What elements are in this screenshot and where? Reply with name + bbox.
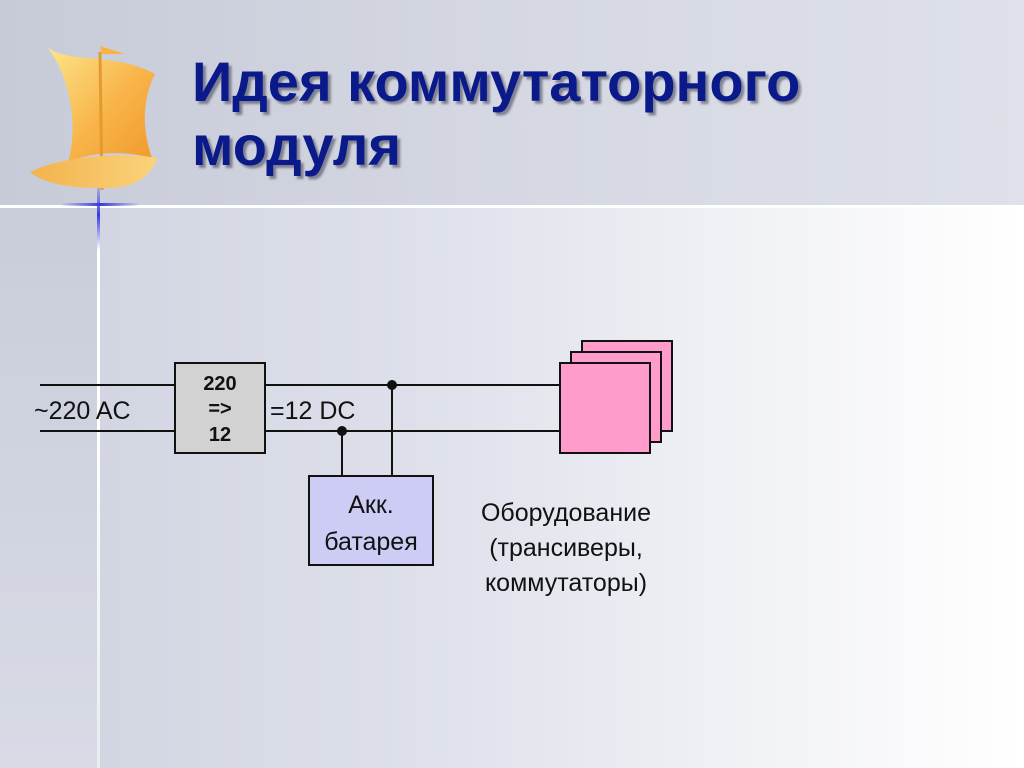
converter-label-line2: =>: [208, 398, 231, 420]
converter-label-line3: 12: [209, 424, 231, 446]
equipment-label-line2: (трансиверы,: [489, 534, 643, 562]
converter-label-line1: 220: [203, 373, 236, 395]
output-label: =12 DC: [270, 397, 355, 425]
accent-cross-vertical: [97, 180, 100, 250]
battery-label-line1: Акк.: [348, 491, 394, 519]
junction-dot-bottom: [337, 426, 347, 436]
battery-label-line2: батарея: [324, 528, 418, 556]
left-strip: [0, 205, 98, 768]
junction-dot-top: [387, 380, 397, 390]
divider-horizontal: [0, 205, 1024, 208]
equipment-label-line1: Оборудование: [481, 499, 651, 527]
battery-box: [308, 475, 434, 566]
equipment-label-line3: коммутаторы): [485, 569, 647, 597]
converter-box: [174, 362, 266, 454]
input-label: ~220 AC: [34, 397, 131, 425]
equipment-box-front: [559, 362, 651, 454]
divider-vertical: [97, 205, 100, 768]
page-title: Идея коммутаторного модуля: [192, 50, 992, 178]
header-band: [0, 0, 1024, 205]
title-line-2: модуля: [192, 114, 402, 177]
title-line-1: Идея коммутаторного: [192, 50, 801, 113]
accent-cross-horizontal: [60, 203, 140, 206]
sailboat-icon: [30, 46, 158, 191]
